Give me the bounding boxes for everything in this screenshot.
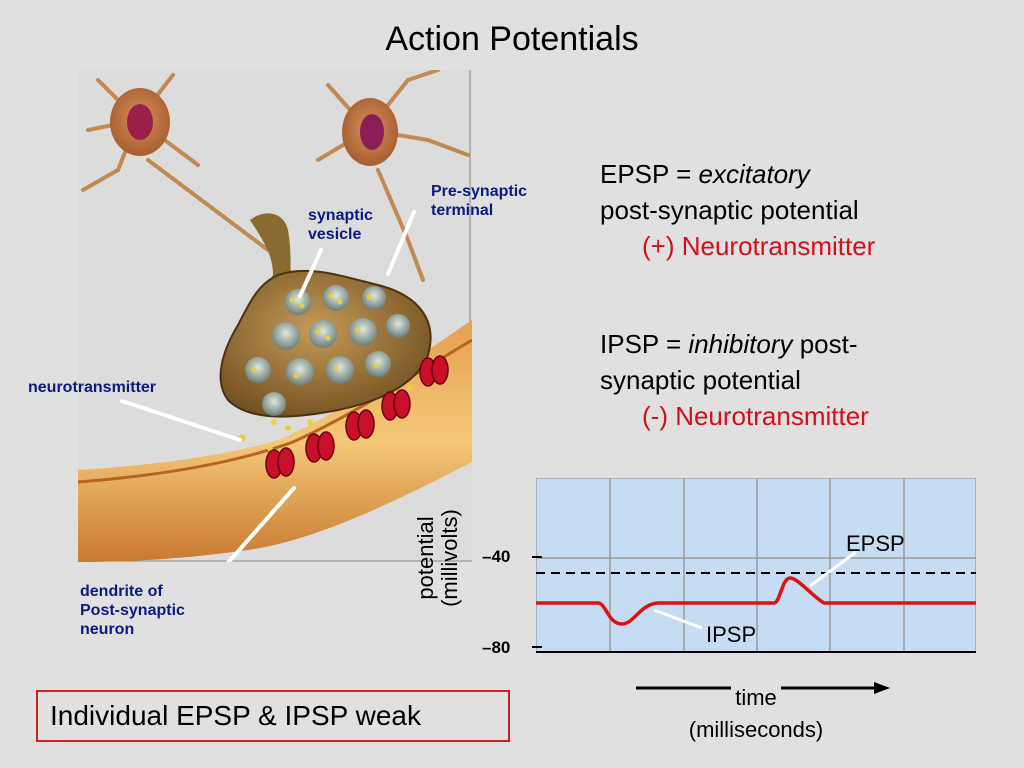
tick-label-top: –40 (482, 547, 511, 566)
y-axis-label: potential (millivolts) (413, 509, 462, 607)
synaptic-vesicle-label: synaptic vesicle (308, 207, 373, 243)
graph-ipsp-label: IPSP (706, 622, 757, 647)
ipsp-neurotransmitter: (-) Neurotransmitter (642, 401, 869, 431)
neurotransmitter-label: neurotransmitter (28, 379, 157, 396)
epsp-definition: EPSP = excitatory post-synaptic potentia… (600, 156, 875, 264)
epsp-neurotransmitter: (+) Neurotransmitter (642, 231, 876, 261)
dendrite-label: dendrite of Post-synaptic neuron (80, 583, 185, 638)
synapse-illustration (78, 70, 472, 562)
presynaptic-terminal-label: Pre-synaptic terminal (431, 183, 528, 219)
graph-epsp-label: EPSP (846, 531, 905, 556)
x-axis-label: time (milliseconds) (660, 682, 852, 746)
tick-mark-top (532, 556, 542, 558)
potential-graph (536, 478, 976, 652)
tick-mark-bottom (532, 646, 542, 648)
callout-box: Individual EPSP & IPSP weak (36, 690, 510, 742)
tick-label-bottom: –80 (482, 638, 511, 657)
ipsp-definition: IPSP = inhibitory post- synaptic potenti… (600, 326, 869, 434)
slide-title: Action Potentials (385, 20, 639, 58)
x-axis (536, 651, 976, 653)
